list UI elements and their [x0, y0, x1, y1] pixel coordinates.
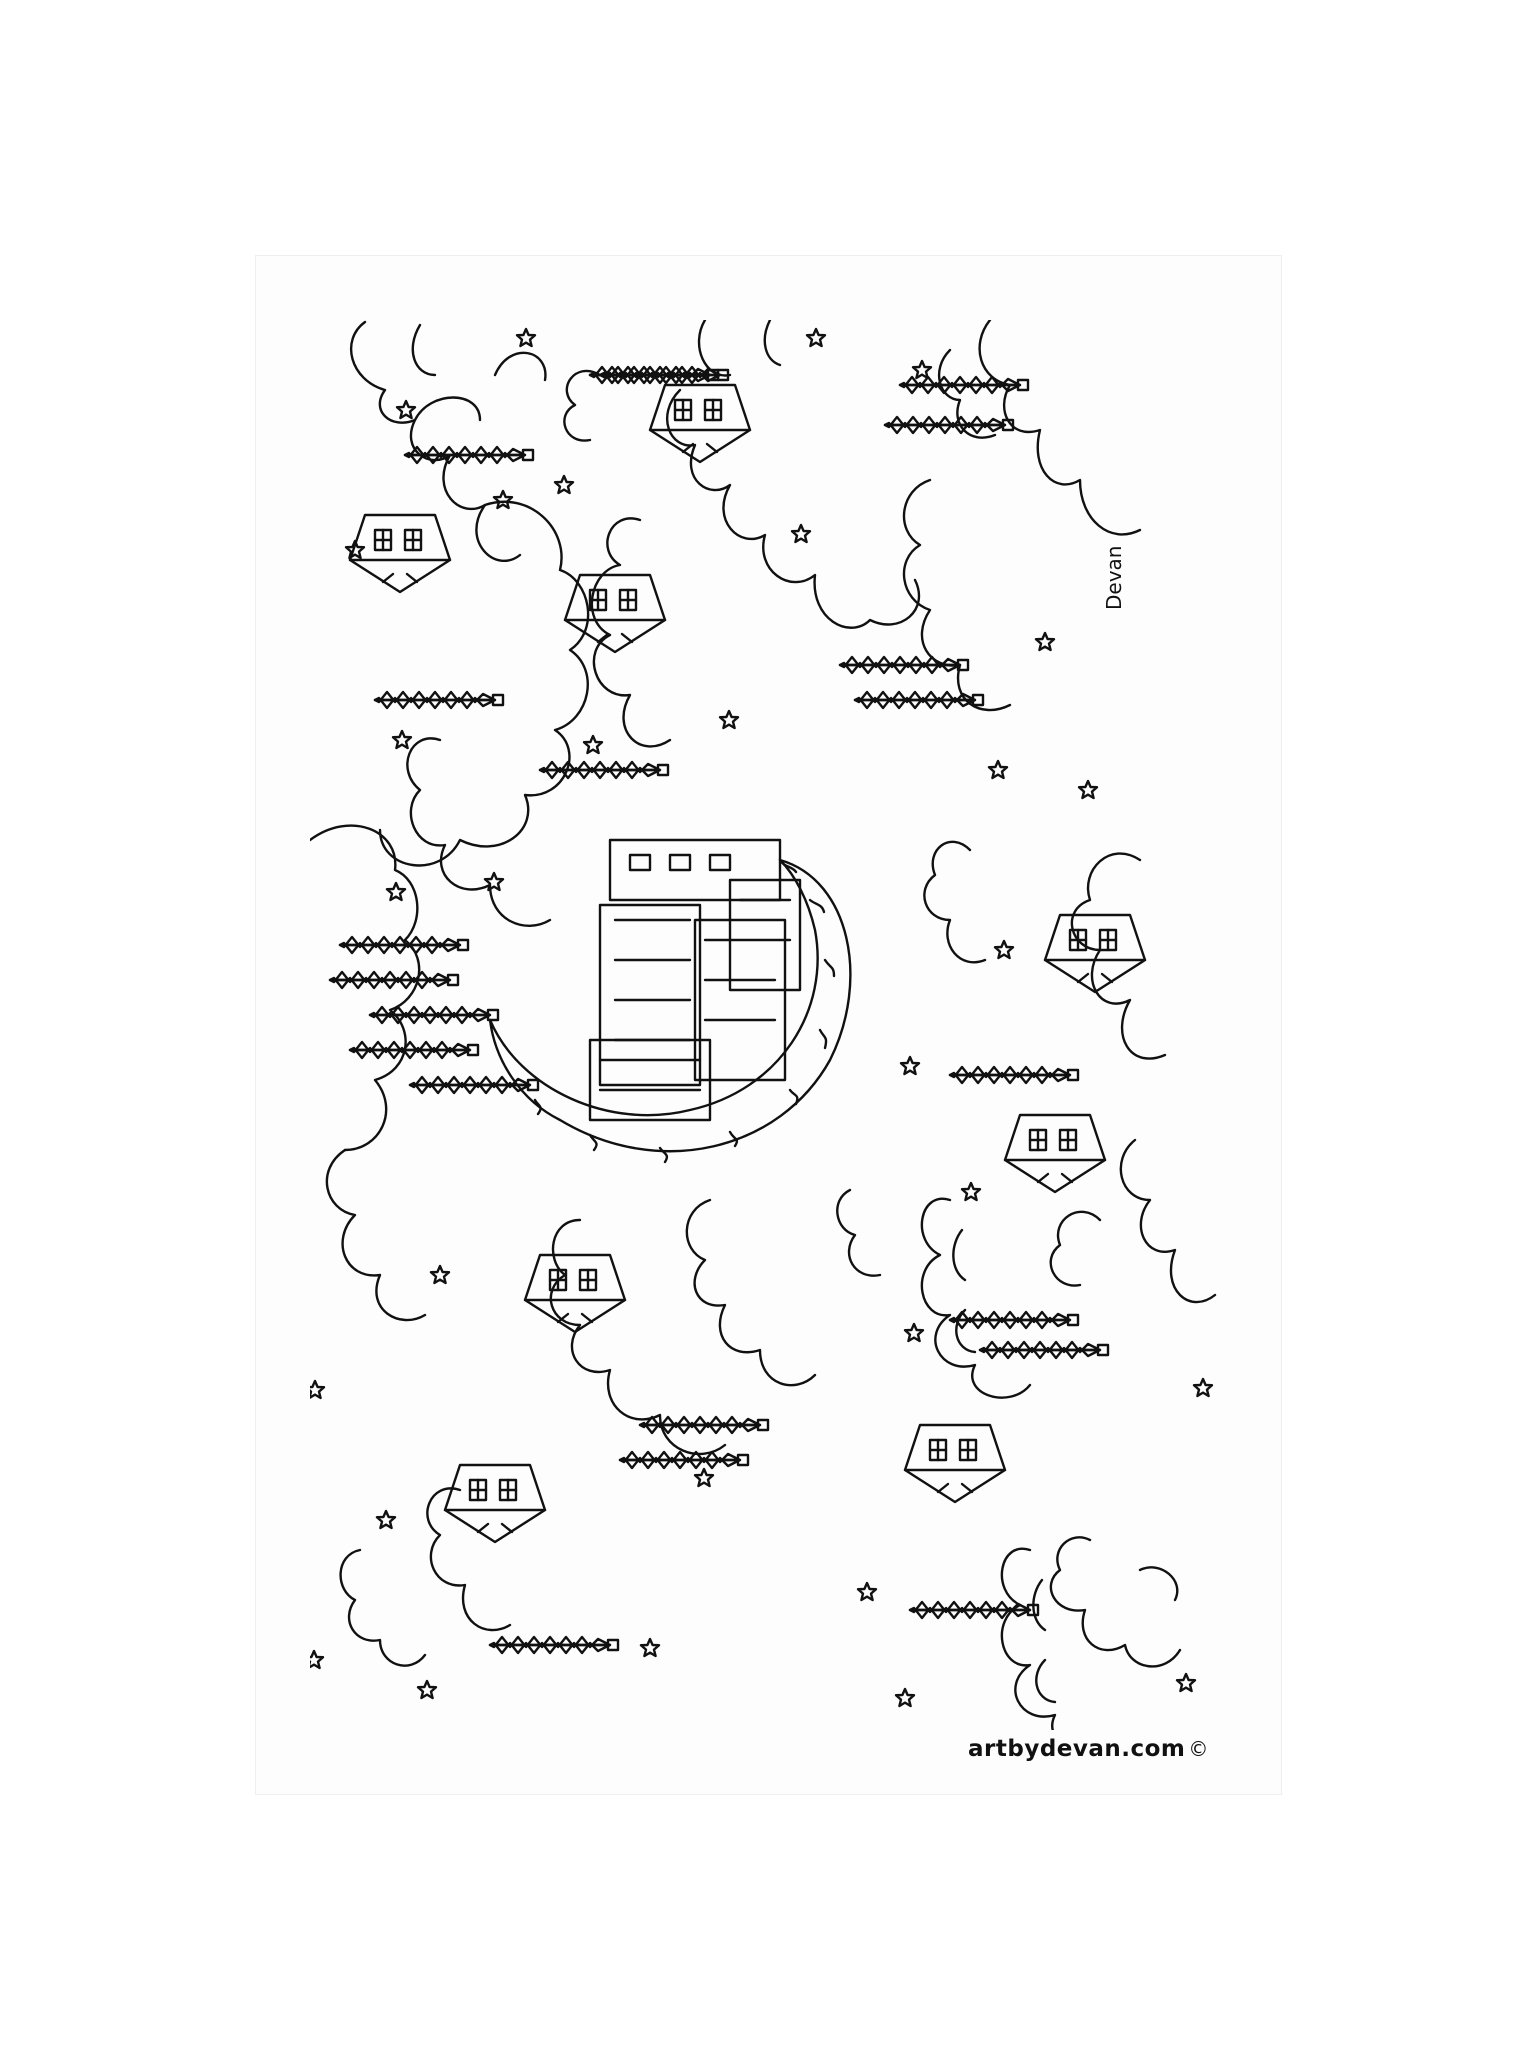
credit-watermark: artbydevan.com© [968, 1736, 1209, 1762]
copyright-icon: © [1188, 1737, 1209, 1761]
credit-text: artbydevan.com [968, 1736, 1186, 1762]
paper-sheet [255, 255, 1282, 1795]
coloring-page-artwork [310, 320, 1230, 1730]
signature-text: Devan [1102, 545, 1126, 610]
artist-signature: Devan [1102, 546, 1126, 610]
